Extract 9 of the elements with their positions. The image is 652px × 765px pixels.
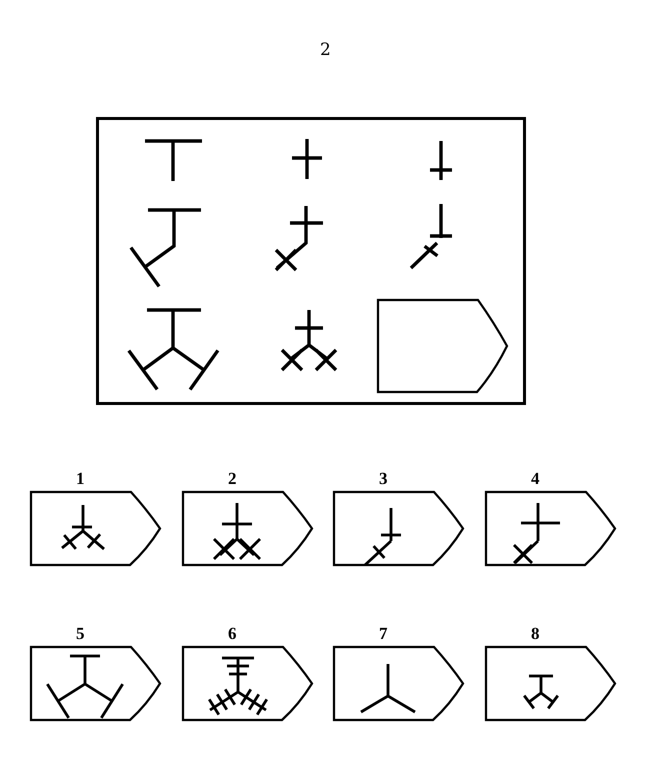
- option-number: 5: [76, 625, 84, 643]
- option-number: 7: [379, 625, 388, 643]
- option-number: 3: [379, 470, 388, 488]
- option-number: 8: [531, 625, 540, 643]
- page-number: 2: [320, 40, 331, 60]
- option-number: 1: [76, 470, 84, 488]
- option-number: 6: [228, 625, 236, 643]
- option-number: 4: [531, 470, 540, 488]
- option-number: 2: [228, 470, 236, 488]
